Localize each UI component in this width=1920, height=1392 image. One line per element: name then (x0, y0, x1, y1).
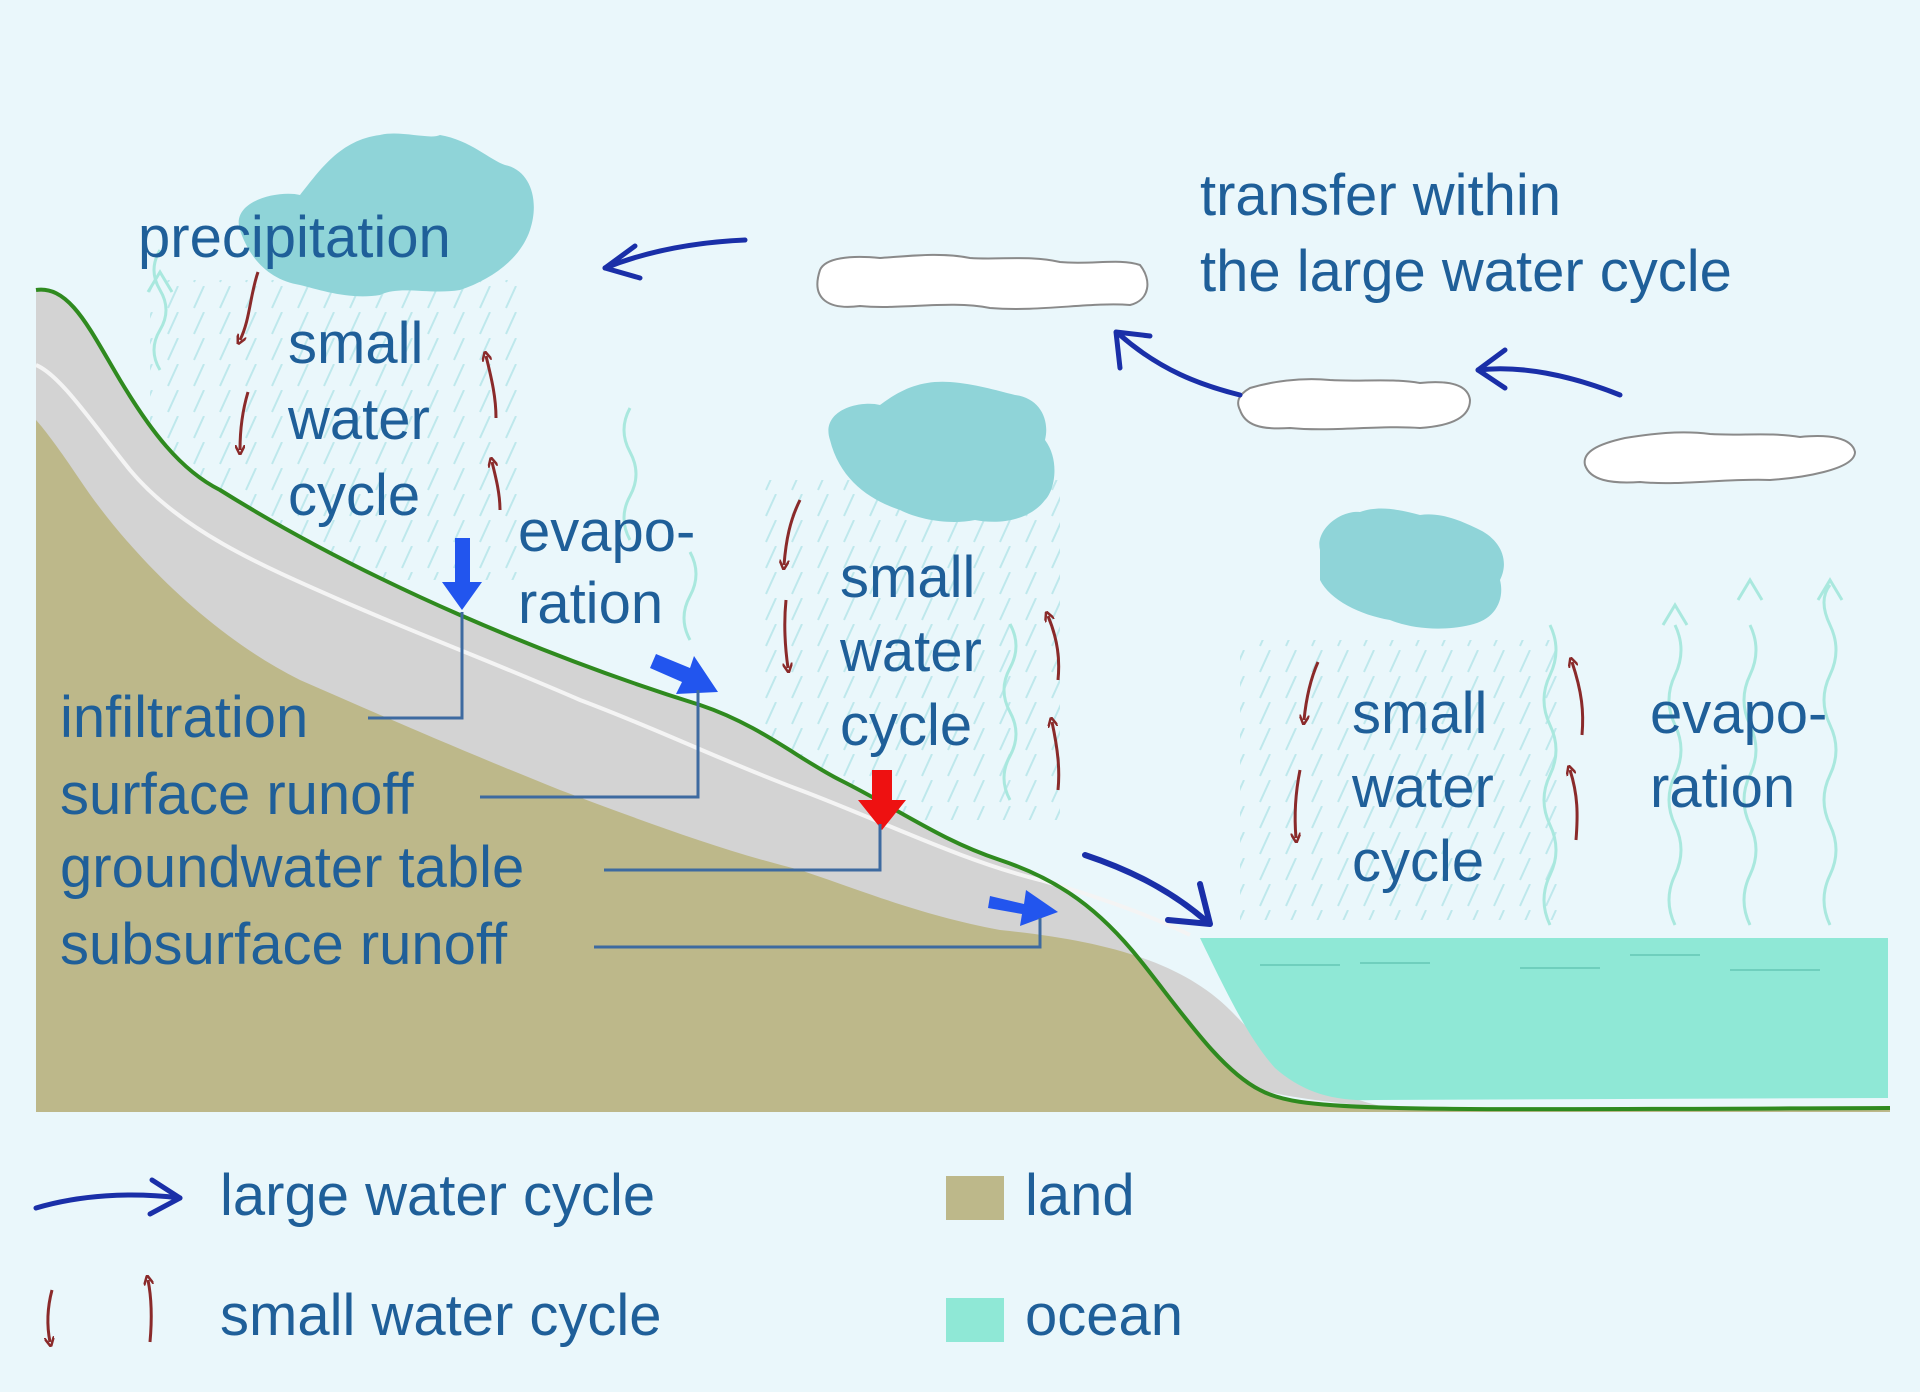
label-small-water-cycle-right-2: water (1352, 755, 1494, 820)
rain-cloud-left (238, 133, 534, 297)
large-cycle-arrows-sky (602, 237, 1623, 398)
legend-swatch-ocean (946, 1298, 1004, 1342)
legend-small-cycle-arrows (48, 1280, 151, 1342)
label-small-water-cycle-middle-3: cycle (840, 693, 973, 758)
label-evaporation-right-1: evapo- (1650, 681, 1828, 746)
white-cloud-right (1583, 431, 1857, 485)
label-small-water-cycle-left-3: cycle (288, 463, 421, 528)
process-arrows (442, 538, 1058, 926)
soil-layer (36, 289, 1390, 1109)
label-small-water-cycle-middle-2: water (840, 619, 982, 684)
label-infiltration: infiltration (60, 685, 309, 750)
legend-label-land: land (1025, 1163, 1135, 1228)
legend-label-small-water-cycle: small water cycle (220, 1283, 662, 1348)
label-transfer-large-cycle-line1: transfer within (1200, 163, 1562, 228)
label-subsurface-runoff: subsurface runoff (60, 912, 508, 977)
legend-label-large-water-cycle: large water cycle (220, 1163, 656, 1228)
large-cycle-arrow-runoff (1082, 852, 1213, 927)
label-small-water-cycle-right-1: small (1352, 681, 1488, 746)
ocean-ripples (1260, 954, 1820, 971)
rain-cloud-right (1319, 508, 1504, 629)
label-transfer-large-cycle-line2: the large water cycle (1200, 239, 1732, 304)
label-surface-runoff: surface runoff (60, 762, 414, 827)
legend-swatch-land (946, 1176, 1004, 1220)
label-precipitation: precipitation (138, 205, 451, 270)
rain-cloud-middle (828, 381, 1055, 522)
white-cloud-upper (816, 253, 1149, 310)
legend-label-ocean: ocean (1025, 1283, 1184, 1348)
small-cycle-arrows-middle (784, 499, 1061, 791)
surface-runoff-arrow (650, 654, 718, 694)
infiltration-arrow (442, 538, 482, 610)
label-evaporation-right-2: ration (1650, 755, 1796, 820)
ground-surface-line (35, 287, 1891, 1112)
label-evaporation-left-2: ration (518, 571, 664, 636)
label-groundwater-table: groundwater table (60, 835, 525, 900)
label-evaporation-left-1: evapo- (518, 499, 696, 564)
label-small-water-cycle-middle-1: small (840, 545, 976, 610)
rain-streaks (150, 280, 1570, 920)
small-cycle-arrows-right (1295, 662, 1585, 840)
evaporation-squiggles (152, 249, 1838, 926)
subsurface-runoff-arrow (988, 890, 1058, 926)
land-area (36, 289, 1890, 1113)
label-small-water-cycle-left-1: small (288, 311, 424, 376)
legend-large-cycle-arrow (33, 1177, 183, 1217)
label-small-water-cycle-right-3: cycle (1352, 829, 1485, 894)
groundwater-line (35, 363, 1191, 937)
ocean-area (1200, 938, 1888, 1101)
white-cloud-middle (1237, 378, 1472, 431)
leader-lines (368, 612, 1042, 949)
small-cycle-arrows-left (240, 271, 502, 511)
groundwater-table-arrow (858, 770, 906, 830)
evaporation-arrowheads (146, 269, 1844, 626)
label-small-water-cycle-left-2: water (288, 387, 430, 452)
